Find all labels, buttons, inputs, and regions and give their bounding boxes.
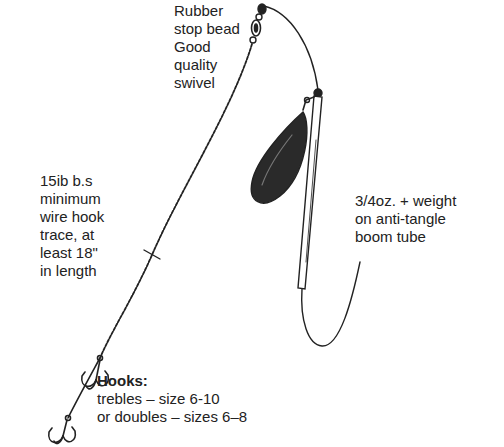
crimp (144, 250, 160, 259)
wire-trace (100, 44, 252, 358)
reel-line (302, 262, 360, 346)
main-line (264, 6, 318, 90)
lead-weight (251, 112, 307, 203)
swivel (250, 14, 262, 43)
treble-hook (49, 416, 75, 444)
stop-bead (258, 4, 266, 14)
swivel-label: Good quality swivel (174, 38, 236, 92)
weight-clip (303, 97, 314, 110)
bead-label: Rubber stop bead (174, 2, 246, 38)
hooks-note: trebles – size 6-10 (97, 390, 220, 408)
hooks-note: or doubles – sizes 6–8 (97, 408, 247, 426)
trace-label: 15ib b.s minimum wire hook trace, at lea… (40, 172, 110, 280)
weight-label: 3/4oz. + weight on anti-tangle boom tube (355, 192, 477, 246)
hooks-heading: Hooks: (97, 372, 148, 390)
